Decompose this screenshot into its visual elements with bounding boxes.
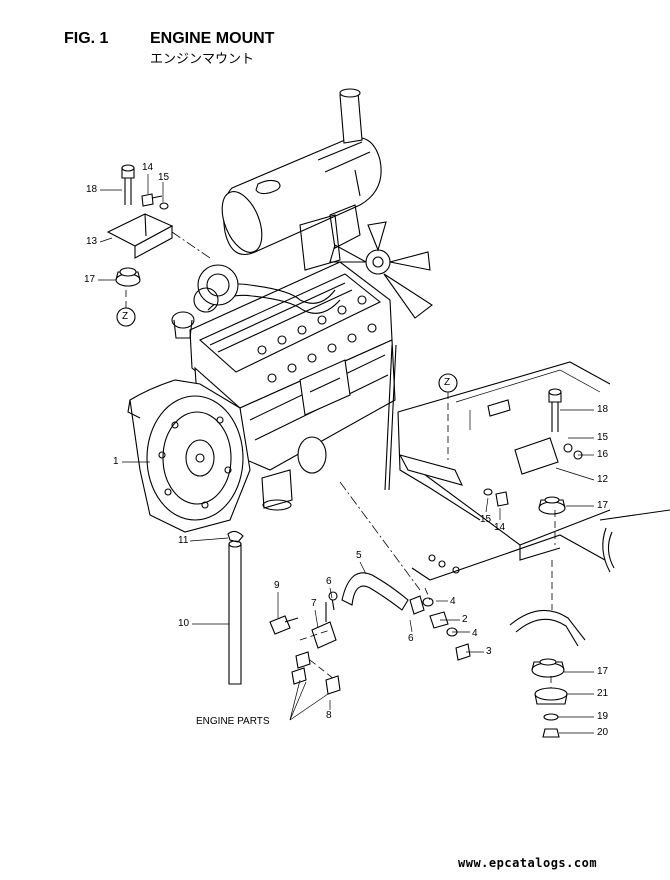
view-marker-z-left: Z	[122, 311, 129, 322]
callout-9: 9	[274, 580, 280, 591]
callout-12: 12	[597, 474, 609, 485]
callout-5: 5	[356, 550, 362, 561]
callout-21: 21	[597, 688, 609, 699]
callout-15-lower: 15	[480, 514, 492, 525]
callout-6-upper: 6	[326, 576, 332, 587]
website-watermark[interactable]: www.epcatalogs.com	[458, 856, 598, 870]
callout-17-right: 17	[597, 500, 609, 511]
callout-18-right: 18	[597, 404, 609, 415]
callout-4-upper: 4	[450, 596, 456, 607]
callout-8: 8	[326, 710, 332, 721]
callout-7: 7	[311, 598, 317, 609]
callout-15-left: 15	[158, 172, 170, 183]
callout-19: 19	[597, 711, 609, 722]
lower-right-mount-stack	[509, 609, 586, 738]
callout-2: 2	[462, 614, 468, 625]
callout-13: 13	[86, 236, 98, 247]
callout-15-right: 15	[597, 432, 609, 443]
callout-17-bottom: 17	[597, 666, 609, 677]
callout-10: 10	[178, 618, 190, 629]
callout-16: 16	[597, 449, 609, 460]
engine-block	[127, 221, 433, 533]
callout-18-left: 18	[86, 184, 98, 195]
callout-6-lower: 6	[408, 633, 414, 644]
callout-14-lower: 14	[494, 522, 506, 533]
callout-1: 1	[113, 456, 119, 467]
engine-parts-label: ENGINE PARTS	[196, 716, 270, 727]
callout-20: 20	[597, 727, 609, 738]
left-mount-bracket	[106, 164, 211, 327]
muffler	[221, 88, 382, 271]
figure-number: FIG. 1	[64, 30, 109, 47]
figure-title: ENGINE MOUNT	[150, 30, 275, 47]
leader-lines	[98, 174, 595, 734]
callout-17-left: 17	[84, 274, 96, 285]
figure-subtitle-japanese: エンジンマウント	[150, 52, 255, 67]
callout-3: 3	[486, 646, 492, 657]
callout-14-left: 14	[142, 162, 154, 173]
view-marker-z-right: Z	[444, 377, 451, 388]
right-frame	[339, 361, 670, 610]
callout-4-lower: 4	[472, 628, 478, 639]
fittings-and-hoses	[227, 530, 471, 695]
callout-11: 11	[178, 535, 189, 546]
